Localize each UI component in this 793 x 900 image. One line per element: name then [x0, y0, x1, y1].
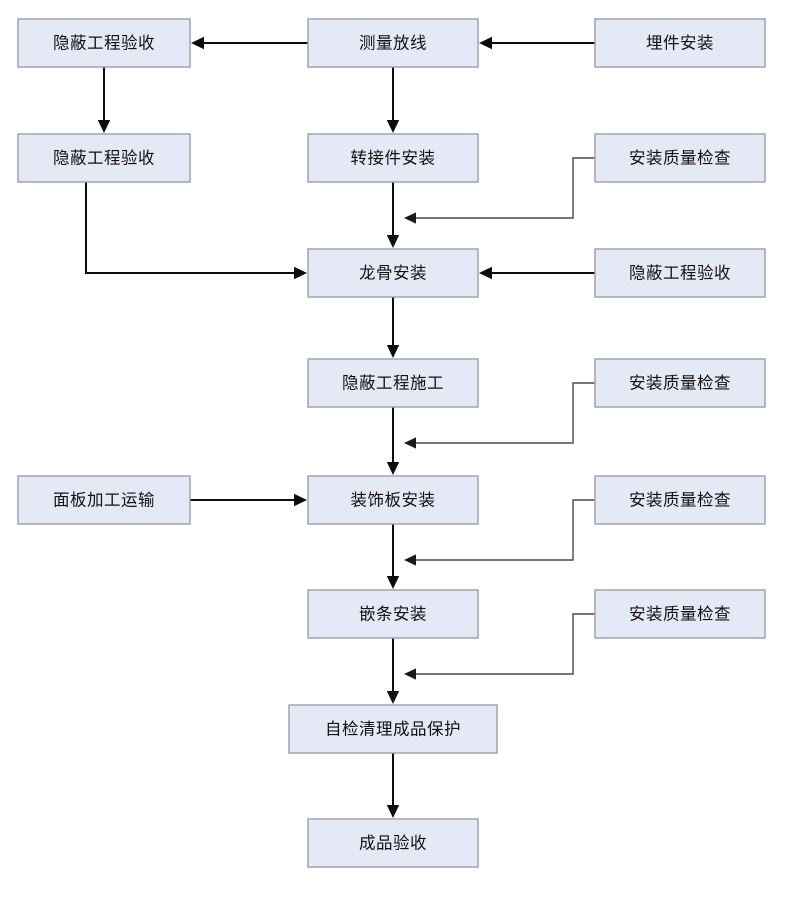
- flow-connector: [404, 499, 595, 566]
- flow-node-n1[interactable]: 隐蔽工程验收: [17, 18, 191, 68]
- flow-node-n5[interactable]: 转接件安装: [307, 133, 479, 183]
- node-box[interactable]: [307, 818, 479, 868]
- flow-connector: [386, 407, 400, 475]
- node-label: 安装质量检查: [629, 374, 731, 393]
- node-label: 安装质量检查: [629, 491, 731, 510]
- node-label: 成品验收: [359, 834, 427, 853]
- node-box[interactable]: [307, 589, 479, 639]
- node-label: 自检清理成品保护: [325, 720, 461, 739]
- node-label: 隐蔽工程验收: [53, 34, 155, 53]
- node-box[interactable]: [307, 18, 479, 68]
- node-label: 装饰板安装: [351, 491, 436, 510]
- node-box[interactable]: [594, 589, 766, 639]
- node-box[interactable]: [594, 475, 766, 525]
- flow-node-n16[interactable]: 自检清理成品保护: [288, 704, 498, 754]
- node-box[interactable]: [594, 133, 766, 183]
- flow-connector: [404, 382, 595, 449]
- flow-node-n6[interactable]: 安装质量检查: [594, 133, 766, 183]
- node-layer: 隐蔽工程验收测量放线埋件安装隐蔽工程验收转接件安装安装质量检查龙骨安装隐蔽工程验…: [17, 18, 766, 868]
- flow-connector: [386, 638, 400, 704]
- flow-connector: [386, 67, 400, 133]
- edge-layer: [85, 36, 595, 818]
- flow-node-n7[interactable]: 龙骨安装: [307, 248, 479, 298]
- node-label: 转接件安装: [351, 149, 436, 168]
- flow-node-n12[interactable]: 装饰板安装: [307, 475, 479, 525]
- node-label: 面板加工运输: [53, 491, 155, 510]
- node-label: 测量放线: [359, 34, 427, 53]
- node-label: 隐蔽工程验收: [53, 149, 155, 168]
- node-box[interactable]: [307, 475, 479, 525]
- flow-node-n10[interactable]: 安装质量检查: [594, 358, 766, 408]
- flow-connector: [386, 182, 400, 248]
- node-box[interactable]: [307, 358, 479, 408]
- flow-node-n8[interactable]: 隐蔽工程验收: [594, 248, 766, 298]
- flow-connector: [97, 67, 111, 133]
- flow-connector: [191, 36, 308, 50]
- flow-connector: [386, 524, 400, 589]
- node-box[interactable]: [594, 18, 766, 68]
- flow-node-n2[interactable]: 测量放线: [307, 18, 479, 68]
- flow-connector: [404, 157, 595, 224]
- node-box[interactable]: [307, 133, 479, 183]
- node-label: 安装质量检查: [629, 605, 731, 624]
- node-box[interactable]: [17, 133, 191, 183]
- node-box[interactable]: [288, 704, 498, 754]
- flow-connector: [85, 182, 307, 280]
- node-box[interactable]: [17, 18, 191, 68]
- node-box[interactable]: [594, 248, 766, 298]
- flow-node-n13[interactable]: 安装质量检查: [594, 475, 766, 525]
- flow-node-n11[interactable]: 面板加工运输: [17, 475, 191, 525]
- node-label: 嵌条安装: [359, 605, 427, 624]
- node-box[interactable]: [17, 475, 191, 525]
- flow-connector: [386, 297, 400, 358]
- node-label: 隐蔽工程施工: [342, 374, 444, 393]
- flow-node-n4[interactable]: 隐蔽工程验收: [17, 133, 191, 183]
- node-label: 隐蔽工程验收: [629, 264, 731, 283]
- node-box[interactable]: [307, 248, 479, 298]
- flow-node-n14[interactable]: 嵌条安装: [307, 589, 479, 639]
- flow-node-n17[interactable]: 成品验收: [307, 818, 479, 868]
- flow-node-n3[interactable]: 埋件安装: [594, 18, 766, 68]
- flow-connector: [404, 613, 595, 680]
- flow-node-n15[interactable]: 安装质量检查: [594, 589, 766, 639]
- flow-connector: [386, 753, 400, 818]
- node-box[interactable]: [594, 358, 766, 408]
- flow-connector: [190, 493, 307, 507]
- flow-connector: [479, 36, 595, 50]
- flow-connector: [479, 266, 595, 280]
- node-label: 安装质量检查: [629, 149, 731, 168]
- node-label: 埋件安装: [646, 34, 714, 53]
- node-label: 龙骨安装: [359, 264, 427, 283]
- flow-node-n9[interactable]: 隐蔽工程施工: [307, 358, 479, 408]
